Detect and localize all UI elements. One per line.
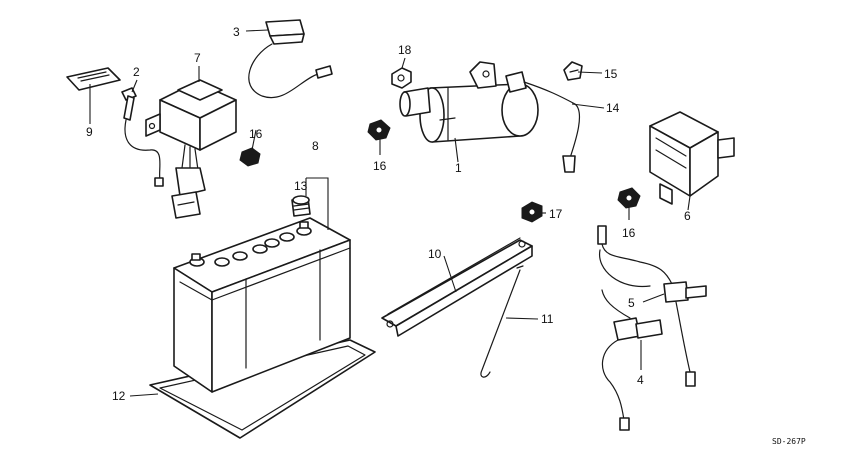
leader-10 — [443, 255, 457, 293]
nut-part-17 — [521, 201, 543, 223]
control-unit-part-6 — [649, 111, 735, 205]
callout-13: 13 — [294, 179, 308, 193]
leader-14 — [571, 103, 605, 109]
callout-3: 3 — [233, 25, 240, 39]
callout-1: 1 — [455, 161, 462, 175]
callout-12: 12 — [112, 389, 126, 403]
callout-4: 4 — [637, 373, 644, 387]
leader-5 — [642, 293, 665, 303]
leader-6 — [687, 195, 691, 211]
ignition-coil-part-1 — [399, 61, 539, 143]
callout-16-left: 16 — [249, 127, 263, 141]
hold-down-bracket-part-10 — [381, 237, 533, 337]
leader-16a — [251, 129, 257, 151]
callout-8: 8 — [312, 139, 319, 153]
leader-1 — [454, 137, 459, 163]
callout-14: 14 — [606, 101, 620, 115]
leader-12 — [129, 393, 159, 397]
bolt-part-16-right — [617, 187, 641, 209]
callout-2: 2 — [133, 65, 140, 79]
connector-part-2 — [121, 87, 164, 187]
callout-18: 18 — [398, 43, 412, 57]
leader-2 — [131, 79, 138, 93]
leader-15 — [577, 71, 603, 74]
label-plate-part-9 — [66, 67, 121, 91]
callout-17: 17 — [549, 207, 563, 221]
diagram-code: SD-267P — [772, 437, 806, 446]
bolt-part-16-left — [239, 147, 261, 167]
leader-lines — [89, 29, 691, 397]
connector-part-4 — [601, 289, 663, 431]
battery-part-8 — [173, 217, 351, 393]
hook-rod-part-11 — [480, 265, 524, 378]
callout-15: 15 — [604, 67, 618, 81]
callout-16-center: 16 — [373, 159, 387, 173]
leader-3 — [245, 29, 269, 32]
nut-part-18 — [391, 67, 412, 89]
connector-part-3 — [248, 19, 333, 99]
bolt-part-16-center — [367, 119, 391, 141]
connector-part-5 — [597, 225, 707, 387]
callout-11: 11 — [541, 312, 554, 326]
callout-7: 7 — [194, 51, 201, 65]
leader-8 — [305, 177, 329, 230]
regulator-part-7 — [145, 79, 237, 219]
grommet-part-15 — [563, 61, 583, 81]
leader-18 — [401, 57, 406, 69]
callout-10: 10 — [428, 247, 442, 261]
callout-labels: 1 2 3 4 5 6 7 8 9 10 11 12 13 14 15 16 1… — [86, 25, 691, 403]
leader-11 — [505, 317, 539, 320]
callout-5: 5 — [628, 296, 635, 310]
cap-part-13 — [291, 195, 311, 217]
callout-9: 9 — [86, 125, 93, 139]
callout-6: 6 — [684, 209, 691, 223]
callout-16-right: 16 — [622, 226, 636, 240]
